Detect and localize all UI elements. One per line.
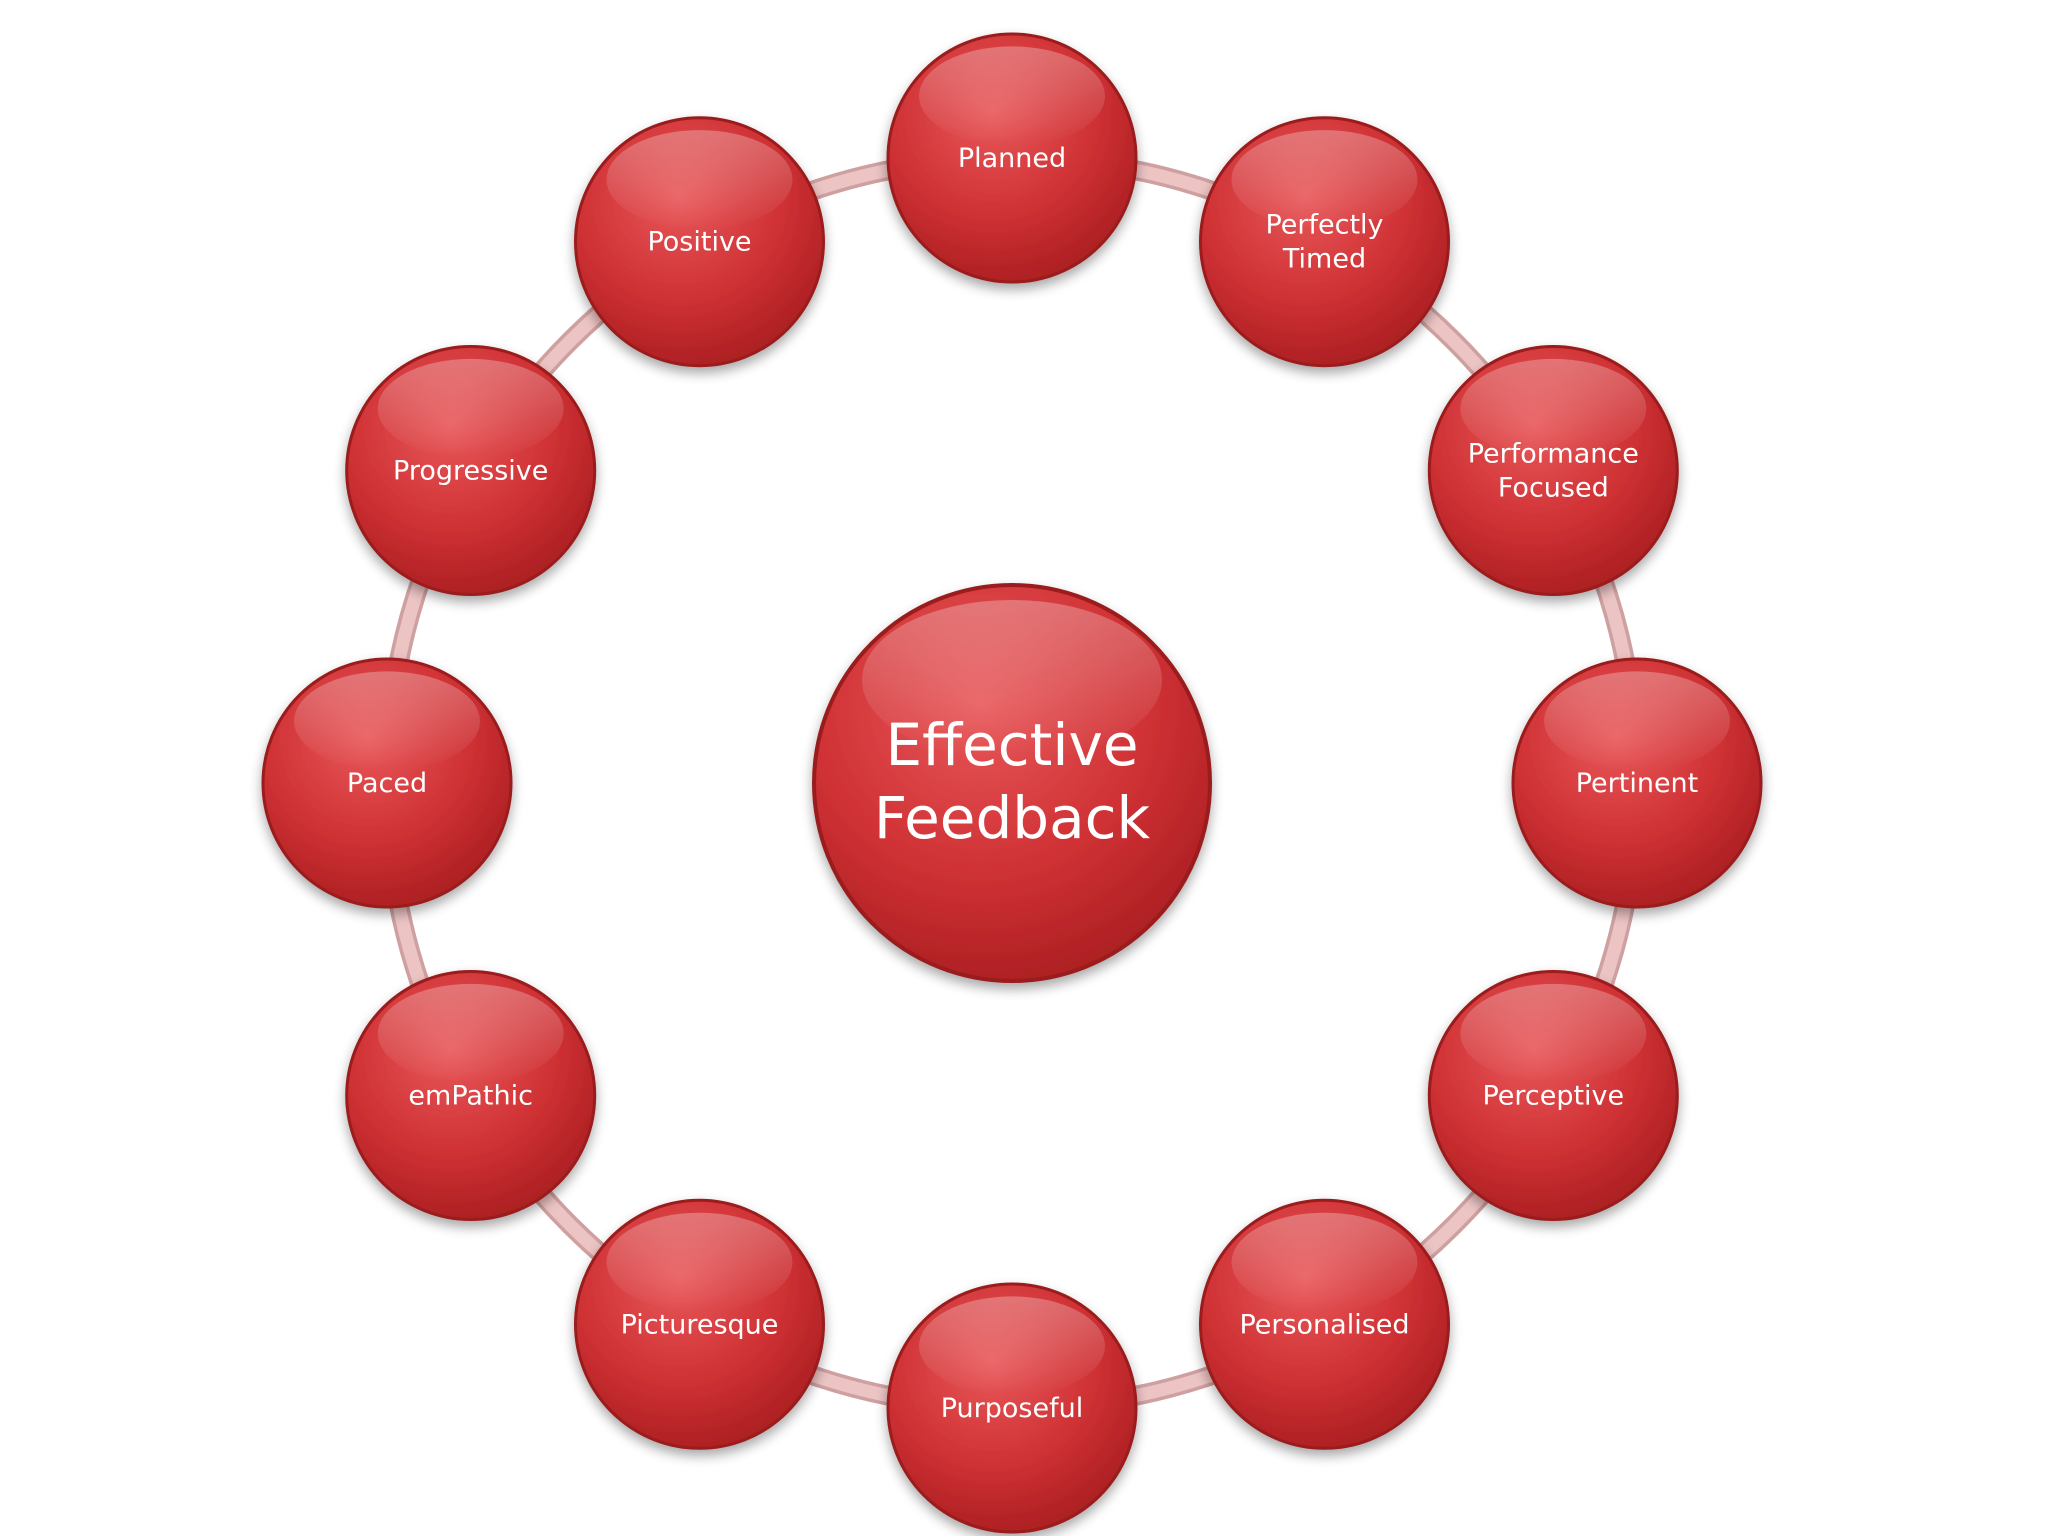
node-label-perceptive-1: Perceptive	[1482, 1081, 1624, 1112]
node-label-perfectly-timed-2: Timed	[1282, 244, 1366, 275]
center-title-line-2: Feedback	[874, 784, 1151, 852]
nodes-layer: PlannedPerfectlyTimedPerformanceFocusedP…	[261, 32, 1763, 1534]
node-progressive: Progressive	[345, 345, 597, 596]
node-gloss	[606, 1212, 793, 1312]
node-personalised: Personalised	[1199, 1198, 1450, 1450]
node-gloss	[919, 1296, 1105, 1396]
node-planned: Planned	[886, 32, 1138, 284]
node-label-perfectly-timed-1: Perfectly	[1265, 210, 1383, 241]
node-gloss	[606, 130, 793, 230]
node-gloss	[1544, 671, 1730, 771]
node-purposeful: Purposeful	[886, 1282, 1138, 1534]
node-gloss	[377, 358, 564, 459]
node-label-picturesque-1: Picturesque	[621, 1309, 779, 1340]
node-gloss	[919, 46, 1105, 146]
center-title-line-1: Effective	[885, 711, 1138, 779]
node-perceptive: Perceptive	[1427, 970, 1679, 1221]
node-label-performance-focused-2: Focused	[1498, 473, 1609, 504]
node-gloss	[377, 983, 564, 1084]
node-gloss	[1231, 1212, 1418, 1312]
node-label-progressive-1: Progressive	[393, 456, 548, 487]
node-empathic: emPathic	[345, 970, 597, 1221]
node-gloss	[294, 671, 480, 771]
node-positive: Positive	[574, 116, 825, 368]
node-label-pertinent-1: Pertinent	[1576, 768, 1699, 799]
node-picturesque: Picturesque	[574, 1198, 825, 1450]
node-pertinent: Pertinent	[1511, 657, 1763, 909]
node-gloss	[1460, 983, 1647, 1084]
node-label-positive-1: Positive	[647, 227, 751, 258]
node-gloss	[1231, 130, 1418, 230]
node-paced: Paced	[261, 657, 513, 909]
node-label-performance-focused-1: Performance	[1468, 439, 1639, 470]
center-node: Effective Feedback	[812, 583, 1212, 983]
node-gloss	[1460, 358, 1647, 459]
node-label-purposeful-1: Purposeful	[941, 1393, 1083, 1424]
node-label-empathic-1: emPathic	[408, 1081, 533, 1112]
node-label-planned-1: Planned	[958, 143, 1066, 174]
node-label-paced-1: Paced	[347, 768, 427, 799]
node-label-personalised-1: Personalised	[1239, 1309, 1409, 1340]
